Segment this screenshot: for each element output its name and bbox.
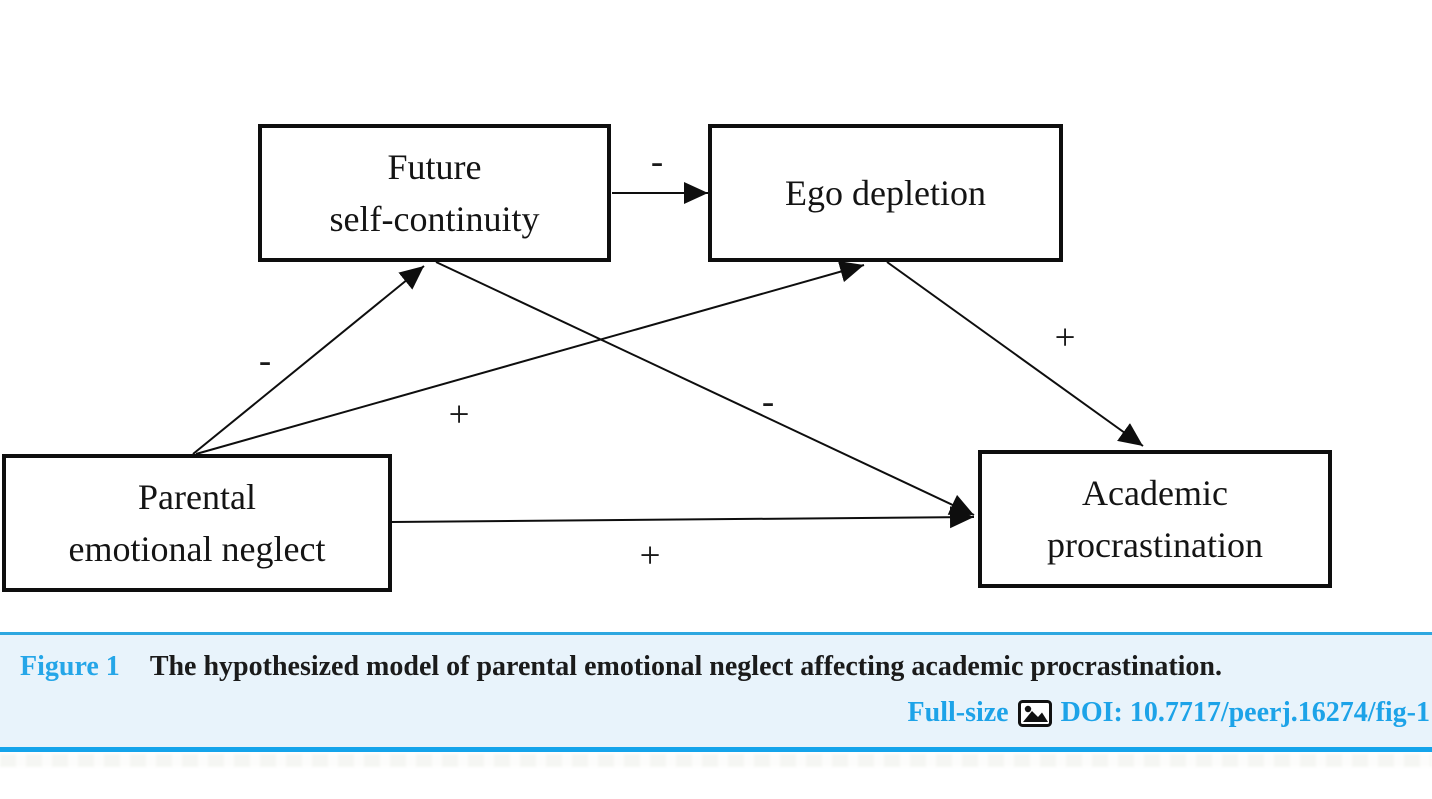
arrows-layer <box>192 182 1144 529</box>
node-label-line: Parental <box>138 476 256 517</box>
figure-caption-band: Figure 1 The hypothesized model of parent… <box>0 632 1432 767</box>
path-diagram: Future self-continuity Ego depletion Par… <box>2 124 1332 592</box>
node-label-line: Ego depletion <box>785 172 986 213</box>
ghost-text-strip <box>0 754 1432 767</box>
node-label-line: procrastination <box>1047 525 1263 565</box>
full-size-link[interactable]: Full-size <box>907 697 1009 728</box>
node-label-line: Academic <box>1082 472 1228 513</box>
caption-top-rule <box>0 632 1432 635</box>
doi-link[interactable]: DOI: 10.7717/peerj.16274/fig-1 <box>1060 697 1430 728</box>
node-parental-emotional-neglect: Parental emotional neglect <box>2 454 392 592</box>
caption-links-line: Full-size DOI: 10.7717/peerj.16274/fig-1 <box>908 697 1430 729</box>
arrow-pen-to-fsc <box>192 265 425 455</box>
edge-sign-pen-to-fsc: - <box>258 340 272 382</box>
node-label-line: Future <box>387 146 482 187</box>
node-future-self-continuity: Future self-continuity <box>258 124 611 262</box>
edge-sign-fsc-to-ap: - <box>761 381 775 423</box>
edge-sign-ed-to-ap: + <box>1054 317 1076 359</box>
caption-title-line: Figure 1 The hypothesized model of parent… <box>20 651 1222 683</box>
arrow-fsc-to-ap <box>435 261 975 516</box>
node-label-line: emotional neglect <box>68 529 326 569</box>
arrow-pen-to-ed <box>195 260 865 455</box>
arrow-ed-to-ap <box>886 261 1144 447</box>
caption-body: Figure 1 The hypothesized model of parent… <box>0 635 1432 747</box>
image-icon <box>1017 699 1052 727</box>
node-academic-procrastination: Academic procrastination <box>978 450 1332 588</box>
arrow-pen-to-ap <box>390 506 975 529</box>
figure-number-label: Figure 1 <box>20 651 120 682</box>
caption-bottom-rule <box>0 747 1432 752</box>
edge-sign-pen-to-ed: + <box>448 394 470 436</box>
edge-sign-fsc-to-ed: - <box>650 141 664 183</box>
edge-sign-pen-to-ap: + <box>639 535 661 577</box>
node-ego-depletion: Ego depletion <box>708 124 1063 262</box>
figure-title: The hypothesized model of parental emoti… <box>149 651 1222 682</box>
node-label-line: self-continuity <box>329 199 540 239</box>
